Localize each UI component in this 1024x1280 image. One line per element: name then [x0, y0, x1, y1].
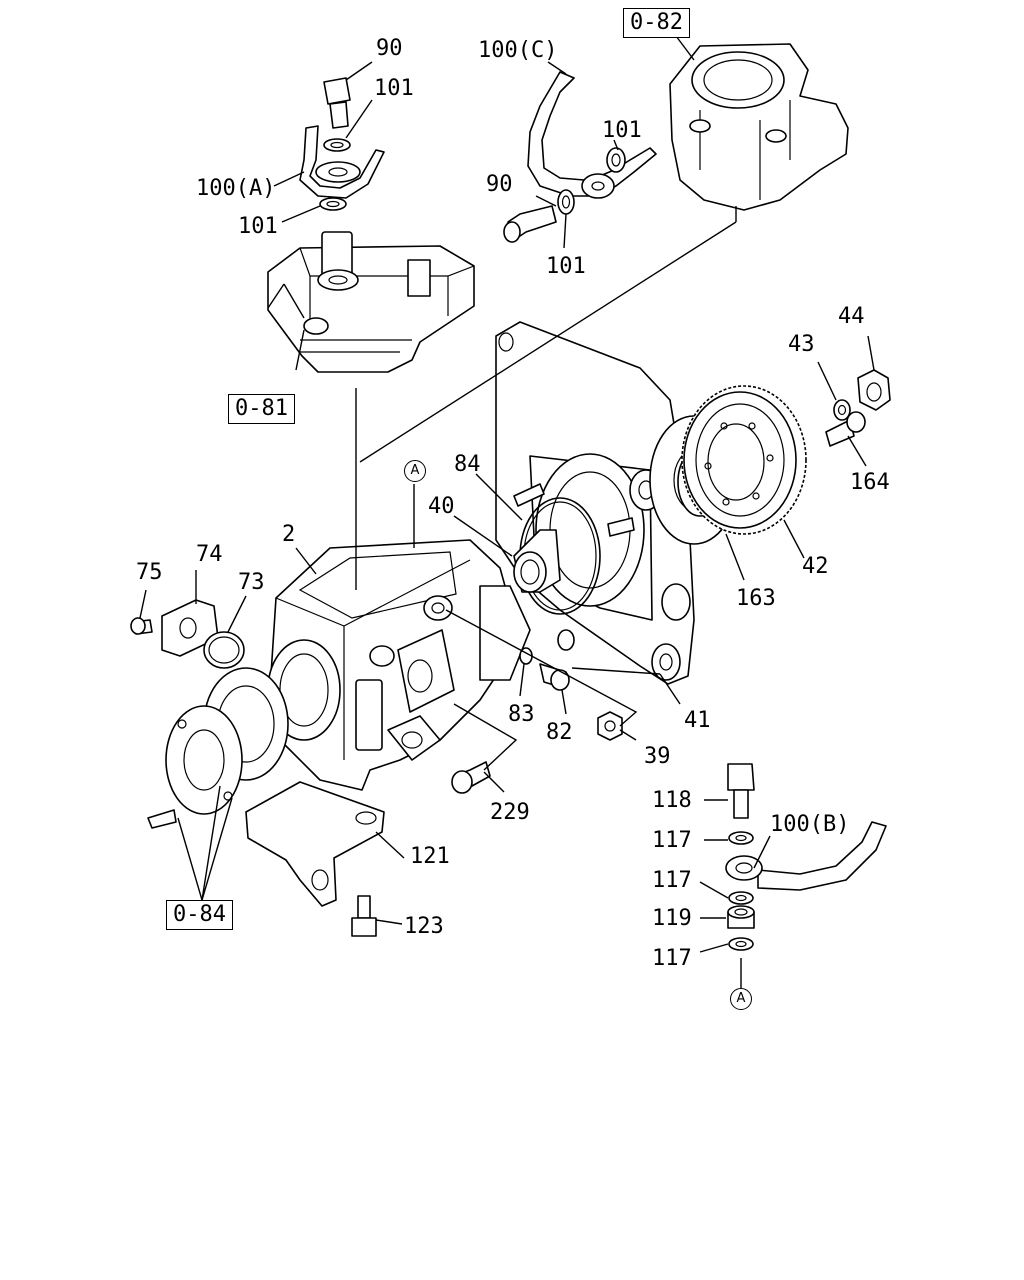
bolt-164	[825, 411, 866, 447]
spacer-119	[727, 905, 755, 929]
callout-121: 121	[410, 844, 450, 869]
group-ref-0-81: 0-81	[228, 394, 295, 424]
group-ref-0-84: 0-84	[166, 900, 233, 930]
callout-119: 119	[652, 906, 692, 931]
washer-117-bottom	[728, 937, 754, 951]
leader-lines	[139, 35, 875, 988]
bolt-90-right	[503, 205, 557, 243]
callout-100a: 100(A)	[196, 176, 276, 201]
bolt-118	[727, 763, 755, 819]
callout-101-lower: 101	[238, 214, 278, 239]
callout-39: 39	[644, 744, 671, 769]
washer-101-pipe	[606, 147, 626, 173]
o-ring-73	[203, 631, 245, 669]
pump-body-2	[267, 539, 531, 791]
callout-101-pipe: 101	[602, 118, 642, 143]
washer-101-lower	[319, 197, 347, 211]
pipe-fitting-100a	[299, 125, 385, 199]
gear-42	[681, 385, 807, 535]
callout-117-top: 117	[652, 828, 692, 853]
callout-83: 83	[508, 702, 535, 727]
callout-2: 2	[282, 522, 296, 547]
washer-43	[833, 399, 851, 421]
washer-101-right	[557, 189, 575, 215]
bolt-123	[351, 895, 377, 937]
callout-100c: 100(C)	[478, 38, 558, 63]
callout-229: 229	[490, 800, 530, 825]
pipe-100b	[725, 821, 887, 891]
group-ref-0-82: 0-82	[623, 8, 690, 38]
callout-117-mid: 117	[652, 868, 692, 893]
callout-84: 84	[454, 452, 481, 477]
callout-163: 163	[736, 586, 776, 611]
washer-101-top	[323, 138, 351, 152]
callout-43: 43	[788, 332, 815, 357]
bolt-90-top	[323, 77, 351, 129]
callout-90-right: 90	[486, 172, 513, 197]
washer-117-top	[728, 831, 754, 845]
connection-mark-a-bottom: A	[730, 988, 752, 1010]
callout-40: 40	[428, 494, 455, 519]
callout-73: 73	[238, 570, 265, 595]
callout-42: 42	[802, 554, 829, 579]
bolt-229	[451, 761, 491, 794]
callout-123: 123	[404, 914, 444, 939]
screw-75	[130, 617, 153, 635]
callout-90-top: 90	[376, 36, 403, 61]
oil-seal-40	[513, 529, 561, 593]
flange-0-84	[147, 667, 289, 829]
housing-0-81	[267, 231, 475, 373]
washer-117-mid	[728, 891, 754, 905]
callout-164: 164	[850, 470, 890, 495]
callout-118: 118	[652, 788, 692, 813]
callout-44: 44	[838, 304, 865, 329]
callout-41: 41	[684, 708, 711, 733]
flange-housing-41	[495, 321, 695, 685]
bolt-82	[539, 663, 570, 691]
connection-mark-a-top: A	[404, 460, 426, 482]
callout-74: 74	[196, 542, 223, 567]
nut-44	[857, 369, 891, 411]
callout-75: 75	[136, 560, 163, 585]
callout-117-bottom: 117	[652, 946, 692, 971]
callout-82: 82	[546, 720, 573, 745]
callout-100b: 100(B)	[770, 812, 850, 837]
nut-39	[597, 711, 623, 741]
callout-101-top: 101	[374, 76, 414, 101]
bracket-121	[245, 781, 385, 907]
callout-101-right: 101	[546, 254, 586, 279]
housing-0-82	[669, 43, 849, 211]
